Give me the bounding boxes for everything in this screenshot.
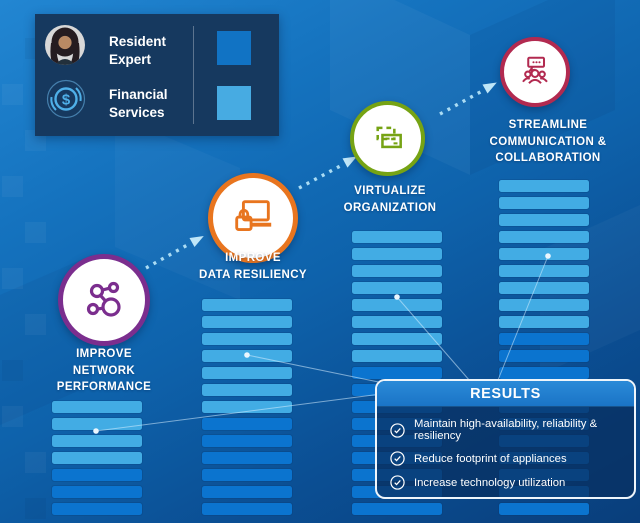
legend-card: $ Resident Expert Financial Services xyxy=(35,14,279,136)
bar-segment xyxy=(352,316,442,328)
bar-segment xyxy=(499,180,589,192)
bar-segment xyxy=(499,231,589,243)
laptop-lock-icon xyxy=(235,200,272,231)
results-list: Maintain high-availability, reliability … xyxy=(377,407,634,497)
swatch-financial-services xyxy=(217,86,251,120)
bar-segment xyxy=(202,299,292,311)
bar-segment xyxy=(202,367,292,379)
bar-segment xyxy=(202,486,292,498)
team-chat-icon xyxy=(522,56,548,84)
bar-segment xyxy=(499,299,589,311)
step-label-streamline: STREAMLINE COMMUNICATION & COLLABORATION xyxy=(489,119,607,165)
result-item: Reduce footprint of appliances xyxy=(390,451,621,466)
bar-segment xyxy=(352,503,442,515)
bar-segment xyxy=(202,503,292,515)
bar-segment xyxy=(202,384,292,396)
bar-segment xyxy=(499,316,589,328)
bar-segment xyxy=(202,350,292,362)
legend-label-financial-services: Financial Services xyxy=(109,87,168,120)
resident-expert-avatar xyxy=(45,25,85,65)
bar-segment xyxy=(52,435,142,447)
bar-segment xyxy=(499,214,589,226)
bar-segment xyxy=(52,469,142,481)
result-item: Maintain high-availability, reliability … xyxy=(390,418,621,442)
step-label-data: IMPROVE DATA RESILIENCY xyxy=(198,252,307,281)
bar-segment xyxy=(352,350,442,362)
bar-segment xyxy=(499,503,589,515)
dollar-coin-icon: $ xyxy=(46,79,86,119)
check-circle-icon xyxy=(390,422,405,438)
bar-segment xyxy=(499,367,589,379)
results-panel-title: RESULTS xyxy=(377,381,634,407)
bar-segment xyxy=(352,299,442,311)
virtual-machines-icon xyxy=(375,126,402,148)
bar-segment xyxy=(202,469,292,481)
check-circle-icon xyxy=(390,475,405,490)
bar-segment xyxy=(352,248,442,260)
bar-segment xyxy=(352,333,442,345)
legend-label-resident-expert: Resident Expert xyxy=(109,34,167,67)
svg-text:$: $ xyxy=(62,92,71,109)
results-panel: RESULTS Maintain high-availability, reli… xyxy=(375,379,636,499)
bar-segment xyxy=(202,333,292,345)
bar-segment xyxy=(499,282,589,294)
bar-segment xyxy=(52,401,142,413)
bar-segment xyxy=(52,452,142,464)
bar-segment xyxy=(499,333,589,345)
step-label-network: IMPROVE NETWORK PERFORMANCE xyxy=(56,348,152,394)
bar-segment xyxy=(352,265,442,277)
bar-segment xyxy=(202,418,292,430)
result-item-text: Reduce footprint of appliances xyxy=(414,452,567,465)
step-circle-data xyxy=(208,173,298,263)
bar-segment xyxy=(352,282,442,294)
result-item: Increase technology utilization xyxy=(390,475,621,490)
bar-segment xyxy=(52,486,142,498)
bar-segment xyxy=(499,350,589,362)
bar-segment xyxy=(202,435,292,447)
result-item-text: Maintain high-availability, reliability … xyxy=(414,418,598,442)
step-label-virtualize: VIRTUALIZE ORGANIZATION xyxy=(343,185,437,214)
swatch-resident-expert xyxy=(217,31,251,65)
bar-segment xyxy=(202,452,292,464)
step-circle-network xyxy=(58,254,150,346)
bar-segment xyxy=(499,265,589,277)
bar-segment xyxy=(499,248,589,260)
bar-segment xyxy=(202,316,292,328)
network-nodes-icon xyxy=(86,281,121,317)
bar-segment xyxy=(202,401,292,413)
bar-segment xyxy=(352,367,442,379)
bar-segment xyxy=(52,418,142,430)
legend-divider xyxy=(193,26,194,124)
bar-segment xyxy=(352,231,442,243)
step-circle-streamline xyxy=(500,37,570,107)
bar-segment xyxy=(52,503,142,515)
bar-segment xyxy=(499,197,589,209)
check-circle-icon xyxy=(390,451,405,466)
result-item-text: Increase technology utilization xyxy=(414,476,566,489)
step-circle-virtualize xyxy=(350,101,425,176)
